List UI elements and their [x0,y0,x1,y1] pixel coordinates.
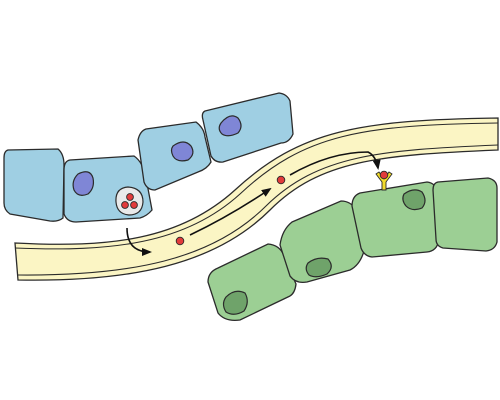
green-nucleus-2 [305,257,332,278]
blue-nucleus-2 [170,141,194,162]
green-cell-3 [351,181,440,258]
vessel-wall [14,117,499,281]
vessel-inner-wall-upper [14,122,499,250]
green-nucleus-group [222,189,426,315]
blue-cell-1 [3,148,65,222]
blue-cell-4 [201,92,294,163]
vesicle-molecule-2 [121,201,129,209]
hormone-molecule-2 [276,175,286,185]
circulation-arrow-1 [189,187,272,236]
hormone-molecule-1 [175,236,185,246]
green-nucleus-1 [222,290,248,315]
transport-arrows [126,151,381,256]
secretory-vesicle [115,186,144,216]
blue-nucleus-group [72,115,242,196]
blood-vessel [14,117,499,281]
blue-nucleus-1 [72,171,95,196]
vesicle-molecule-3 [130,201,138,209]
vesicle-membrane [115,186,144,216]
circulation-arrow-2 [289,151,381,176]
blue-nucleus-3 [218,115,242,137]
green-cell-4 [432,177,498,252]
secretion-arrow [126,227,152,256]
vessel-inner-wall-lower [17,144,499,276]
vesicle-molecule-1 [126,193,134,201]
hormone-molecule-bound [379,170,389,180]
green-nucleus-3 [402,189,426,211]
hormone-molecules [175,170,389,246]
